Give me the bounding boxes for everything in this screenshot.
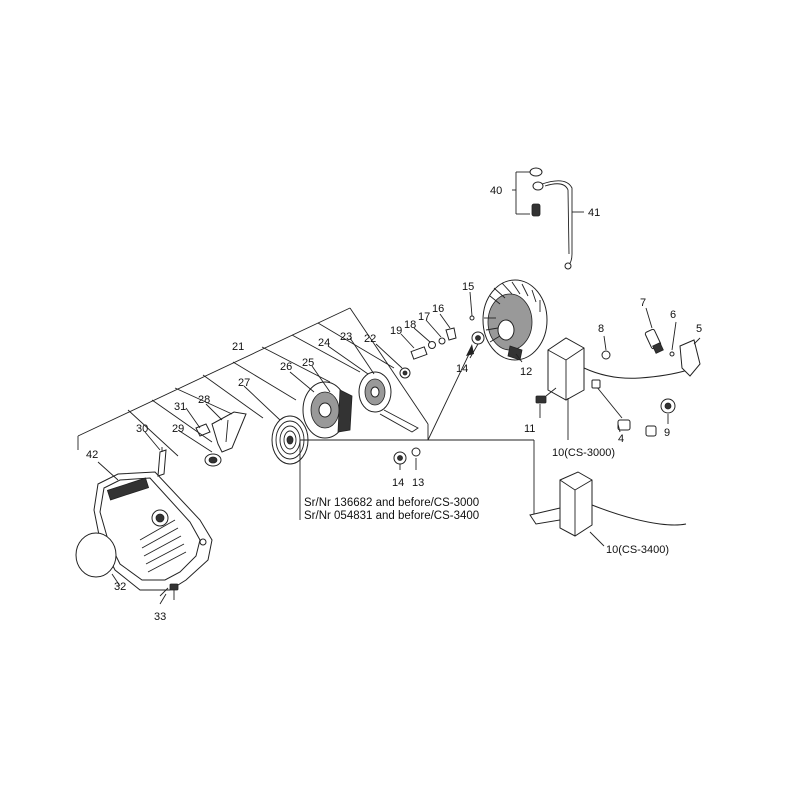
- label-7: 7: [640, 297, 646, 309]
- nut-14-upper: [471, 331, 485, 345]
- washer-17: [438, 337, 446, 345]
- label-22: 22: [364, 333, 376, 345]
- label-31: 31: [174, 401, 186, 413]
- note-line-1: Sr/Nr 136682 and before/CS-3000: [304, 497, 479, 509]
- label-40: 40: [490, 185, 502, 197]
- screw-33: [159, 583, 179, 600]
- note-line-2: Sr/Nr 054831 and before/CS-3400: [304, 510, 479, 522]
- label-6: 6: [670, 309, 676, 321]
- flywheel-12: [482, 279, 548, 361]
- label-13: 13: [412, 477, 424, 489]
- pawl-16: [445, 327, 457, 341]
- ignition-coil-cs3000: [547, 337, 689, 437]
- nut-14-lower: [393, 451, 407, 465]
- label-9: 9: [664, 427, 670, 439]
- leader-lines: [77, 171, 701, 605]
- spark-plug-7: [644, 328, 664, 354]
- callout-labels: 40 41 15 16 17 18 19 22 23 24 21 25 26 2…: [86, 185, 702, 623]
- washer-8: [601, 350, 611, 360]
- label-27: 27: [238, 377, 250, 389]
- label-15: 15: [462, 281, 474, 293]
- label-29: 29: [172, 423, 184, 435]
- label-16: 16: [432, 303, 444, 315]
- label-10-cs3400: 10(CS-3400): [606, 544, 669, 556]
- ground-wire-41: [529, 167, 573, 270]
- key-15: [469, 315, 475, 321]
- label-23: 23: [340, 331, 352, 343]
- bolt-11: [535, 387, 557, 404]
- label-33: 33: [154, 611, 166, 623]
- label-11: 11: [524, 423, 535, 435]
- label-24: 24: [318, 337, 330, 349]
- label-19: 19: [390, 325, 402, 337]
- washer-13: [411, 447, 421, 457]
- plug-cap-5: [679, 339, 701, 377]
- bolt-19: [410, 346, 428, 360]
- label-41: 41: [588, 207, 600, 219]
- label-17: 17: [418, 311, 430, 323]
- label-32: 32: [114, 581, 126, 593]
- ignition-coil-cs3400: [529, 471, 687, 537]
- starter-reel-26: [302, 381, 353, 439]
- grommet-9: [660, 398, 676, 414]
- recoil-spring-27: [271, 415, 309, 465]
- label-21: 21: [232, 341, 244, 353]
- grommet-29: [204, 453, 222, 467]
- label-14-upper: 14: [456, 363, 468, 375]
- label-30: 30: [136, 423, 148, 435]
- label-42: 42: [86, 449, 98, 461]
- label-18: 18: [404, 319, 416, 331]
- label-26: 26: [280, 361, 292, 373]
- label-14-lower: 14: [392, 477, 404, 489]
- decal-disc: [75, 532, 117, 578]
- washer-18: [428, 341, 436, 349]
- label-4: 4: [618, 433, 624, 445]
- label-8: 8: [598, 323, 604, 335]
- label-12: 12: [520, 366, 532, 378]
- label-10-cs3000: 10(CS-3000): [552, 447, 615, 459]
- arrow-head: [466, 344, 474, 356]
- washer-22: [399, 367, 411, 379]
- spring-6: [669, 351, 675, 357]
- pawl-30: [157, 449, 167, 477]
- pulley-24: [358, 371, 419, 433]
- label-28: 28: [198, 394, 210, 406]
- label-25: 25: [302, 357, 314, 369]
- label-5: 5: [696, 323, 702, 335]
- starter-handle-28: [211, 411, 247, 453]
- starter-cover: [93, 471, 213, 591]
